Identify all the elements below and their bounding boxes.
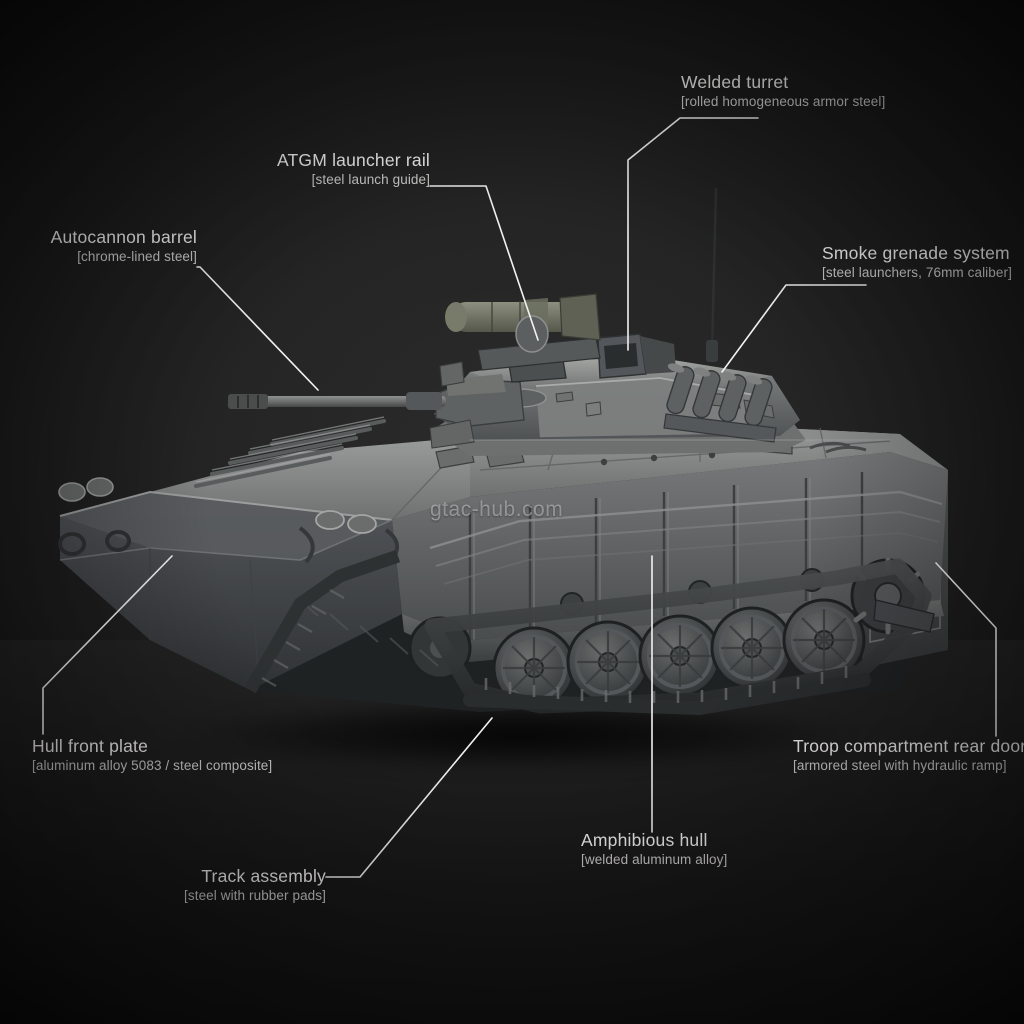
callout-title: Smoke grenade system <box>822 243 1010 263</box>
atgm-fins <box>559 293 601 341</box>
callout-title: Amphibious hull <box>581 830 708 850</box>
callout-welded-turret: Welded turret [rolled homogeneous armor … <box>681 72 885 111</box>
callout-rear-door: Troop compartment rear door [armored ste… <box>793 736 1024 775</box>
callout-spec: [steel launchers, 76mm caliber] <box>822 265 1012 280</box>
callout-spec: [rolled homogeneous armor steel] <box>681 94 886 109</box>
callout-title: Welded turret <box>681 72 789 92</box>
callout-spec: [aluminum alloy 5083 / steel composite] <box>32 758 273 773</box>
callout-spec: [steel launch guide] <box>311 172 430 187</box>
callout-autocannon-barrel: Autocannon barrel [chrome-lined steel] <box>0 227 197 266</box>
callout-spec: [welded aluminum alloy] <box>581 852 728 867</box>
callout-atgm-launcher-rail: ATGM launcher rail [steel launch guide] <box>130 150 430 189</box>
callout-spec: [armored steel with hydraulic ramp] <box>793 758 1007 773</box>
callout-track-assembly: Track assembly [steel with rubber pads] <box>26 866 326 905</box>
callout-title: Hull front plate <box>32 736 149 756</box>
callout-spec: [steel with rubber pads] <box>184 888 326 903</box>
antenna-base <box>706 340 718 362</box>
callout-title: Autocannon barrel <box>50 227 197 247</box>
callout-spec: [chrome-lined steel] <box>77 249 197 264</box>
atgm-sight-head <box>515 315 549 353</box>
whip-antenna <box>710 187 718 353</box>
callout-title: Troop compartment rear door <box>793 736 1024 756</box>
callout-amphibious-hull: Amphibious hull [welded aluminum alloy] <box>581 830 727 869</box>
callout-title: Track assembly <box>201 866 326 886</box>
callout-smoke-grenade-system: Smoke grenade system [steel launchers, 7… <box>822 243 1012 282</box>
callout-title: ATGM launcher rail <box>276 150 430 170</box>
callout-hull-front-plate: Hull front plate [aluminum alloy 5083 / … <box>32 736 272 775</box>
